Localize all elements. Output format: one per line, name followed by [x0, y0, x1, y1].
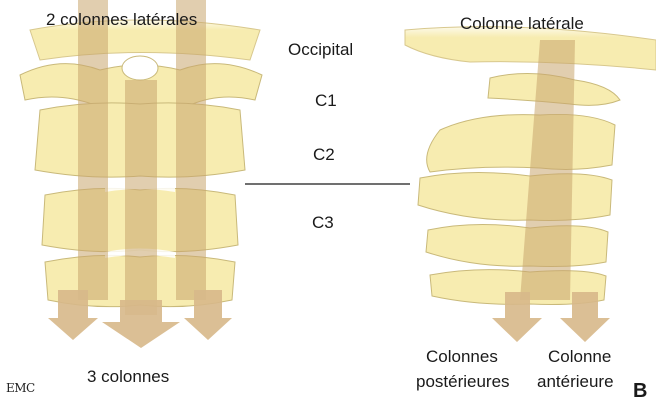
right-top-label: Colonne latérale: [460, 14, 584, 34]
anterior-column-label-line1: Colonne: [548, 347, 611, 367]
right-lateral-column: [176, 0, 206, 300]
posterior-columns-label-line1: Colonnes: [426, 347, 498, 367]
central-column: [125, 80, 157, 315]
left-top-label: 2 colonnes latérales: [46, 10, 197, 30]
emc-watermark: EMC: [6, 381, 35, 395]
panel-letter: B: [633, 380, 647, 403]
left-lateral-column: [78, 0, 108, 300]
level-c2-label: C2: [313, 145, 335, 165]
level-occipital-label: Occipital: [288, 40, 353, 60]
level-c3-label: C3: [312, 213, 334, 233]
level-c1-label: C1: [315, 91, 337, 111]
posterior-columns-label-line2: postérieures: [416, 372, 510, 392]
anterior-column-label-line2: antérieure: [537, 372, 614, 392]
left-bottom-label: 3 colonnes: [87, 367, 169, 387]
